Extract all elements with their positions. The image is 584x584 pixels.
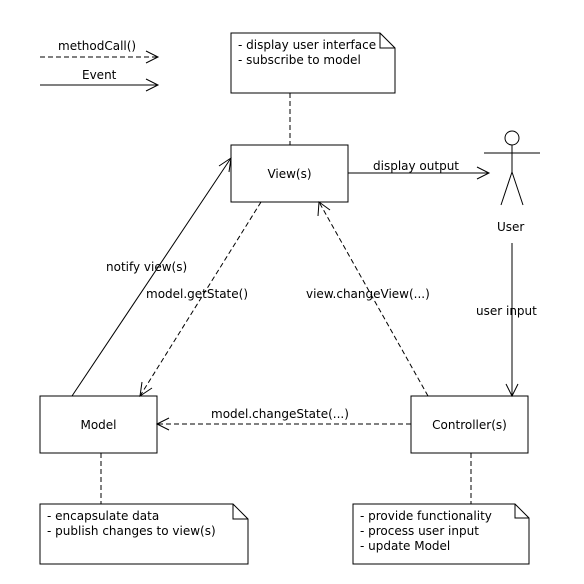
view-label: View(s) bbox=[267, 166, 312, 181]
change-view-label: view.changeView(...) bbox=[306, 287, 430, 301]
view-note-line: - subscribe to model bbox=[238, 53, 361, 67]
view-note-shape bbox=[230, 32, 396, 94]
model-note-fold bbox=[232, 504, 248, 520]
model-note-line: - publish changes to view(s) bbox=[47, 524, 216, 538]
change-state-label: model.changeState(...) bbox=[211, 407, 349, 421]
controller-note-line: - provide functionality bbox=[360, 509, 492, 523]
legend-dashed-arrowhead bbox=[145, 50, 160, 64]
get-state-arrow bbox=[139, 201, 262, 397]
user-right-leg bbox=[511, 171, 524, 206]
notify-view-arrow bbox=[71, 157, 232, 397]
controller-note-fold bbox=[514, 504, 529, 519]
controller-note-line: - process user input bbox=[360, 524, 479, 538]
change-view-arrow bbox=[318, 201, 429, 397]
user-input-label: user input bbox=[476, 304, 537, 318]
notify-view-label: notify view(s) bbox=[106, 260, 188, 274]
get-state-label: model.getState() bbox=[146, 287, 249, 301]
model-note-shape bbox=[39, 503, 249, 565]
user-left-leg bbox=[500, 171, 513, 206]
view-note: - display user interface - subscribe to … bbox=[238, 38, 376, 68]
model-label: Model bbox=[80, 417, 117, 432]
legend-method-call-label: methodCall() bbox=[58, 39, 137, 53]
display-output-label: display output bbox=[373, 159, 460, 173]
model-note-line: - encapsulate data bbox=[47, 509, 160, 523]
view-note-fold bbox=[379, 33, 395, 49]
controller-label: Controller(s) bbox=[432, 417, 507, 432]
controller-note-shape bbox=[352, 503, 530, 565]
user-label: User bbox=[497, 220, 525, 234]
model-note: - encapsulate data - publish changes to … bbox=[47, 509, 216, 539]
controller-note: - provide functionality - process user i… bbox=[360, 509, 492, 554]
view-note-line: - display user interface bbox=[238, 38, 377, 52]
controller-note-line: - update Model bbox=[360, 539, 451, 553]
legend-event-label: Event bbox=[82, 68, 117, 82]
legend-solid-arrowhead bbox=[145, 78, 160, 92]
user-head bbox=[504, 130, 520, 146]
